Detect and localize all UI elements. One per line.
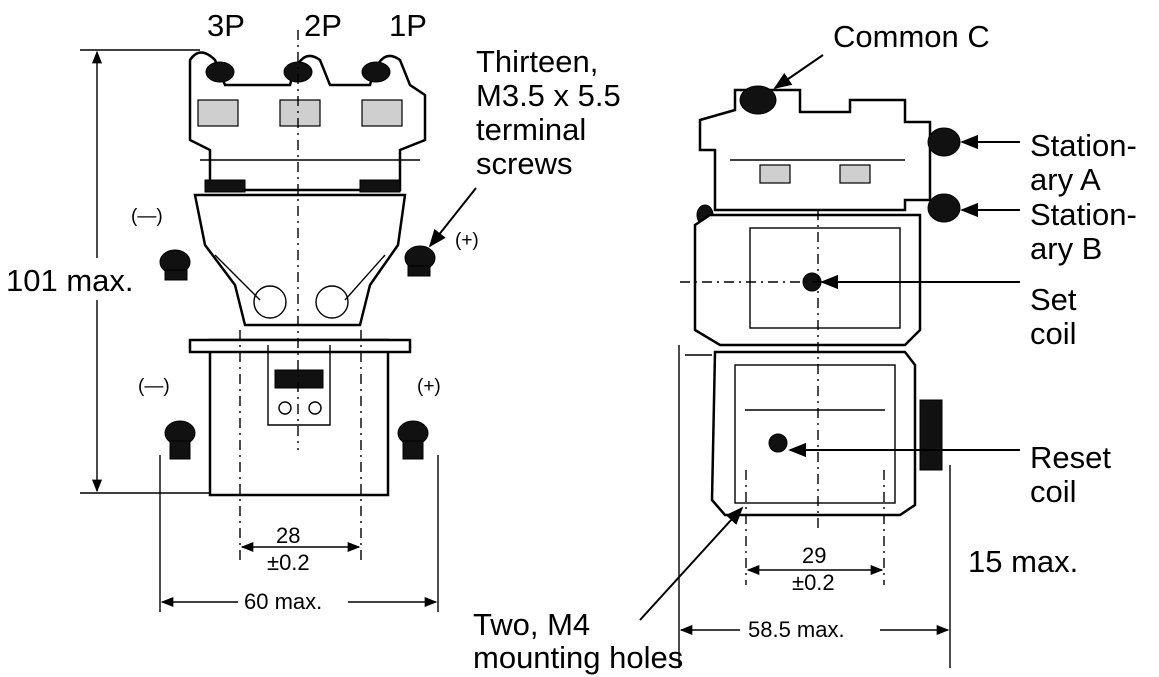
- polarity-neg-top: (—): [131, 206, 163, 227]
- pole-3p-label: 3P: [207, 8, 245, 43]
- contact-assembly: [698, 88, 932, 212]
- set-coil-line1: Set: [1030, 282, 1077, 317]
- terminal-note-line4: screws: [476, 146, 572, 181]
- reset-coil-line2: coil: [1030, 474, 1077, 509]
- mounting-holes-line2: mounting holes: [473, 640, 683, 675]
- coil-housing: [193, 193, 407, 327]
- reset-coil-line1: Reset: [1030, 440, 1111, 475]
- stationary-b-line2: ary B: [1030, 231, 1102, 266]
- width-dimension-right: 58.5 max.: [748, 617, 845, 642]
- width-dimension: 60 max.: [244, 589, 322, 614]
- side-view: Common C Station- ary A Station- ary B S…: [473, 19, 1137, 675]
- terminal-note-line3: terminal: [476, 112, 586, 147]
- polarity-pos-top: (+): [455, 230, 479, 251]
- front-view: 3P 2P 1P Thirteen, M3.5 x 5.5 terminal s…: [6, 8, 621, 614]
- pole-terminal-block: [188, 51, 427, 193]
- hole-pitch-value-right: 29: [802, 543, 826, 568]
- stationary-a-line1: Station-: [1030, 128, 1137, 163]
- coil-terminal-screws: [159, 245, 436, 460]
- pole-2p-label: 2P: [304, 8, 342, 43]
- set-coil-line2: coil: [1030, 316, 1077, 351]
- stationary-b-line1: Station-: [1030, 197, 1137, 232]
- pole-1p-label: 1P: [389, 8, 427, 43]
- terminal-note-line2: M3.5 x 5.5: [476, 78, 621, 113]
- terminal-note-line1: Thirteen,: [476, 44, 598, 79]
- mounting-holes-line1: Two, M4: [473, 607, 590, 642]
- polarity-neg-bottom: (—): [138, 376, 170, 397]
- depth-extra-dimension: 15 max.: [968, 544, 1078, 579]
- relay-base: [208, 338, 390, 497]
- height-dimension: 101 max.: [6, 263, 134, 298]
- common-c-label: Common C: [833, 19, 990, 54]
- reset-coil-section: [710, 350, 917, 517]
- hole-pitch-tolerance: ±0.2: [267, 550, 310, 575]
- polarity-pos-bottom: (+): [417, 376, 441, 397]
- stationary-a-line2: ary A: [1030, 162, 1101, 197]
- hole-pitch-tolerance-right: ±0.2: [792, 570, 835, 595]
- hole-pitch-value: 28: [276, 523, 300, 548]
